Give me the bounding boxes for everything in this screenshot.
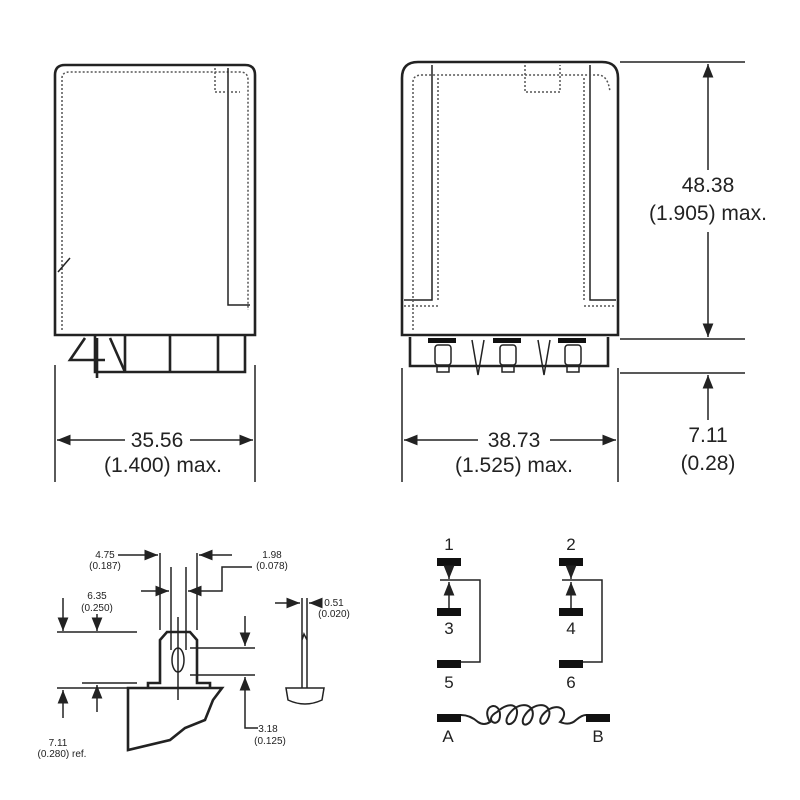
- hole-in: (0.125): [254, 736, 286, 747]
- thickness-in: (0.020): [318, 609, 350, 620]
- tip-in: (0.250): [81, 603, 113, 614]
- slot-in: (0.078): [256, 561, 288, 572]
- coil-b-label: B: [592, 727, 603, 746]
- pin-5-label: 5: [444, 673, 453, 692]
- base-in: (0.280) ref.: [38, 749, 87, 760]
- height-in: (1.905) max.: [649, 202, 767, 225]
- front-view: 48.38 (1.905) max. 7.11 (0.28) 38.73 (1.…: [400, 60, 767, 482]
- width-mm: 4.75: [95, 550, 115, 561]
- relay-schematic: 1 2 3 4 5 6 A B: [437, 535, 610, 746]
- side-width-in: (1.400) max.: [104, 454, 222, 477]
- width-in: (0.187): [89, 561, 121, 572]
- thickness-mm: 0.51: [324, 598, 344, 609]
- pin-4-label: 4: [566, 619, 575, 638]
- coil-a-label: A: [442, 727, 454, 746]
- side-width-mm: 35.56: [131, 429, 184, 452]
- base-mm: 7.11: [49, 738, 68, 749]
- side-view: 35.56 (1.400) max.: [53, 63, 257, 482]
- pin-1-label: 1: [444, 535, 453, 554]
- terminal-mm: 7.11: [688, 424, 727, 447]
- tip-mm: 6.35: [87, 591, 107, 602]
- pin-6-label: 6: [566, 673, 575, 692]
- pin-3-label: 3: [444, 619, 453, 638]
- coil-icon: [460, 704, 587, 726]
- front-width-mm: 38.73: [488, 429, 541, 452]
- terminal-in: (0.28): [681, 452, 736, 475]
- height-mm: 48.38: [682, 174, 735, 197]
- terminal-detail: 4.75 (0.187) 1.98 (0.078) 6.35 (0.250) 7…: [38, 549, 350, 760]
- hole-mm: 3.18: [258, 724, 278, 735]
- slot-mm: 1.98: [262, 550, 282, 561]
- pin-2-label: 2: [566, 535, 575, 554]
- terminals: [428, 338, 586, 376]
- front-width-in: (1.525) max.: [455, 454, 573, 477]
